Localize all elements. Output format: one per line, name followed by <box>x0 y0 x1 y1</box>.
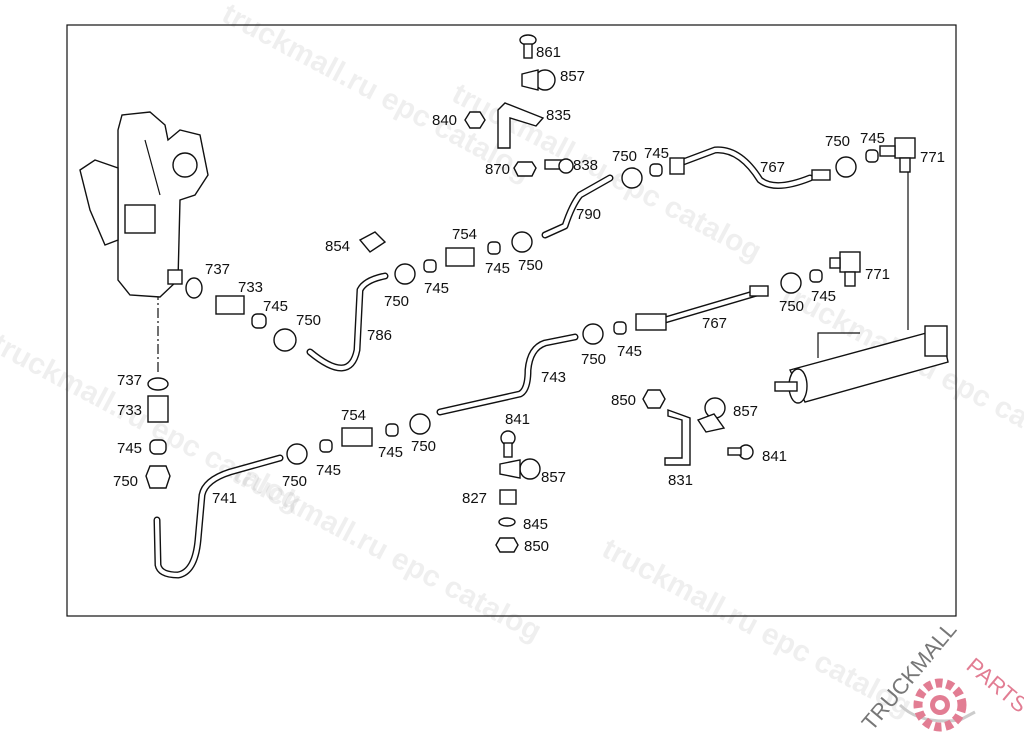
watermark: truckmall.ru epc catalog <box>227 457 547 648</box>
part-label[interactable]: 857 <box>541 469 566 486</box>
leader-line <box>817 332 860 358</box>
part-label[interactable]: 733 <box>117 402 142 419</box>
part-label[interactable]: 840 <box>432 112 457 129</box>
part-label[interactable]: 750 <box>825 133 850 150</box>
part-label[interactable]: 743 <box>541 369 566 386</box>
part-label[interactable]: 737 <box>205 261 230 278</box>
part-label[interactable]: 767 <box>760 159 785 176</box>
part-label[interactable]: 745 <box>811 288 836 305</box>
fittings <box>145 34 916 553</box>
part-label[interactable]: 767 <box>702 315 727 332</box>
part-label[interactable]: 750 <box>411 438 436 455</box>
part-label[interactable]: 854 <box>325 238 350 255</box>
part-label[interactable]: 771 <box>865 266 890 283</box>
watermark: truckmall.ru epc catalog <box>597 532 917 723</box>
part-label[interactable]: 745 <box>378 444 403 461</box>
part-label[interactable]: 737 <box>117 372 142 389</box>
part-label[interactable]: 754 <box>341 407 366 424</box>
part-label[interactable]: 745 <box>644 145 669 162</box>
part-label[interactable]: 750 <box>518 257 543 274</box>
part-label[interactable]: 750 <box>612 148 637 165</box>
part-label[interactable]: 857 <box>560 68 585 85</box>
pipes <box>153 146 814 579</box>
part-label[interactable]: 835 <box>546 107 571 124</box>
part-label[interactable]: 831 <box>668 472 693 489</box>
part-labels: 861 857 840 835 870 838 750 745 767 750 … <box>113 44 945 555</box>
part-label[interactable]: 750 <box>384 293 409 310</box>
logo-text: PARTS <box>962 653 1024 718</box>
part-label[interactable]: 827 <box>462 490 487 507</box>
part-label[interactable]: 745 <box>263 298 288 315</box>
part-label[interactable]: 750 <box>282 473 307 490</box>
steering-cylinder <box>774 325 949 404</box>
part-label[interactable]: 870 <box>485 161 510 178</box>
part-label[interactable]: 745 <box>485 260 510 277</box>
part-label[interactable]: 745 <box>617 343 642 360</box>
part-label[interactable]: 754 <box>452 226 477 243</box>
part-label[interactable]: 845 <box>523 516 548 533</box>
part-label[interactable]: 861 <box>536 44 561 61</box>
part-label[interactable]: 733 <box>238 279 263 296</box>
part-label[interactable]: 850 <box>524 538 549 555</box>
part-label[interactable]: 750 <box>779 298 804 315</box>
part-label[interactable]: 745 <box>117 440 142 457</box>
part-label[interactable]: 750 <box>113 473 138 490</box>
part-label[interactable]: 850 <box>611 392 636 409</box>
diagram-frame <box>66 24 957 617</box>
part-label[interactable]: 750 <box>581 351 606 368</box>
part-label[interactable]: 841 <box>505 411 530 428</box>
part-label[interactable]: 786 <box>367 327 392 344</box>
part-label[interactable]: 745 <box>316 462 341 479</box>
part-label[interactable]: 838 <box>573 157 598 174</box>
part-label[interactable]: 790 <box>576 206 601 223</box>
part-label[interactable]: 750 <box>296 312 321 329</box>
part-label[interactable]: 745 <box>424 280 449 297</box>
steering-gear <box>79 111 209 298</box>
part-label[interactable]: 857 <box>733 403 758 420</box>
part-label[interactable]: 745 <box>860 130 885 147</box>
part-label[interactable]: 841 <box>762 448 787 465</box>
part-label[interactable]: 741 <box>212 490 237 507</box>
part-label[interactable]: 771 <box>920 149 945 166</box>
